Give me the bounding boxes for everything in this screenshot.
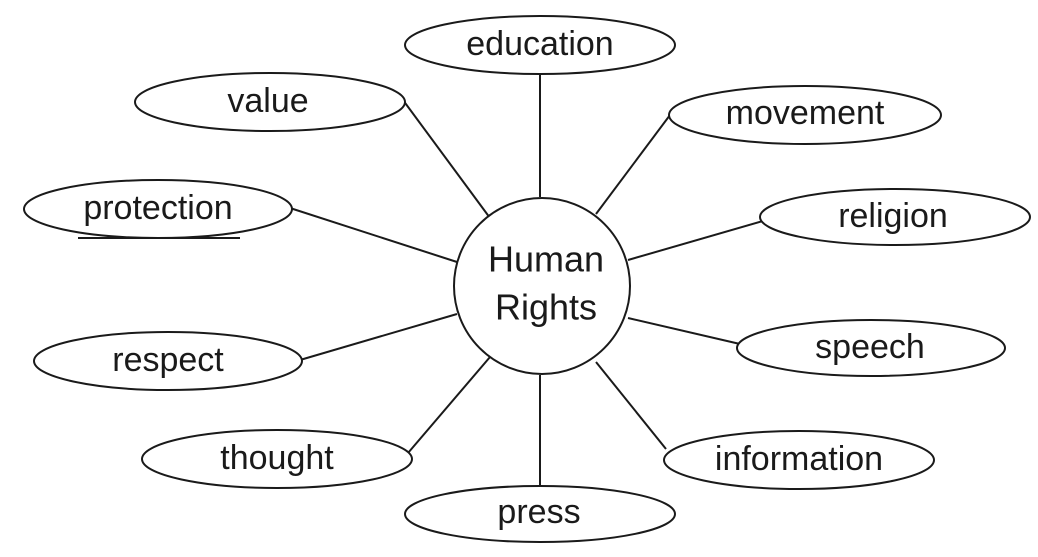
node-respect-ellipse [33, 331, 303, 391]
connector-protection [289, 207, 458, 263]
node-respect-label: respect [112, 341, 224, 379]
node-information: information [663, 430, 935, 490]
connector-movement [595, 114, 671, 215]
node-protection: protection [23, 179, 293, 239]
node-speech-label: speech [815, 328, 925, 366]
node-speech-ellipse [736, 319, 1006, 377]
node-religion-ellipse [759, 188, 1031, 246]
connector-thought [407, 356, 491, 454]
center-circle [453, 197, 631, 375]
node-value-label: value [227, 82, 308, 120]
node-press: press [404, 485, 676, 543]
node-press-ellipse [404, 485, 676, 543]
connector-information [595, 361, 667, 450]
node-protection-label: protection [83, 189, 232, 227]
node-value-ellipse [134, 72, 406, 132]
node-information-ellipse [663, 430, 935, 490]
node-movement-ellipse [668, 85, 942, 145]
connector-speech [627, 317, 741, 345]
connector-value [399, 95, 491, 219]
node-movement: movement [668, 85, 942, 145]
node-speech: speech [736, 319, 1006, 377]
node-information-label: information [715, 440, 883, 478]
node-press-label: press [497, 493, 580, 531]
connector-respect [299, 313, 458, 361]
node-education-label: education [466, 25, 613, 63]
node-religion: religion [759, 188, 1031, 246]
node-value: value [134, 72, 406, 132]
center-label-line1: Human [488, 239, 604, 280]
node-respect: respect [33, 331, 303, 391]
center-node: Human Rights [453, 197, 631, 375]
node-thought-ellipse [141, 429, 413, 489]
node-education: education [404, 15, 676, 75]
connector-religion [627, 220, 764, 261]
connector-lines [289, 73, 764, 487]
node-thought: thought [141, 429, 413, 489]
node-education-ellipse [404, 15, 676, 75]
center-label-line2: Rights [495, 287, 597, 328]
node-religion-label: religion [838, 197, 948, 235]
node-movement-label: movement [726, 94, 885, 132]
node-thought-label: thought [220, 439, 334, 477]
